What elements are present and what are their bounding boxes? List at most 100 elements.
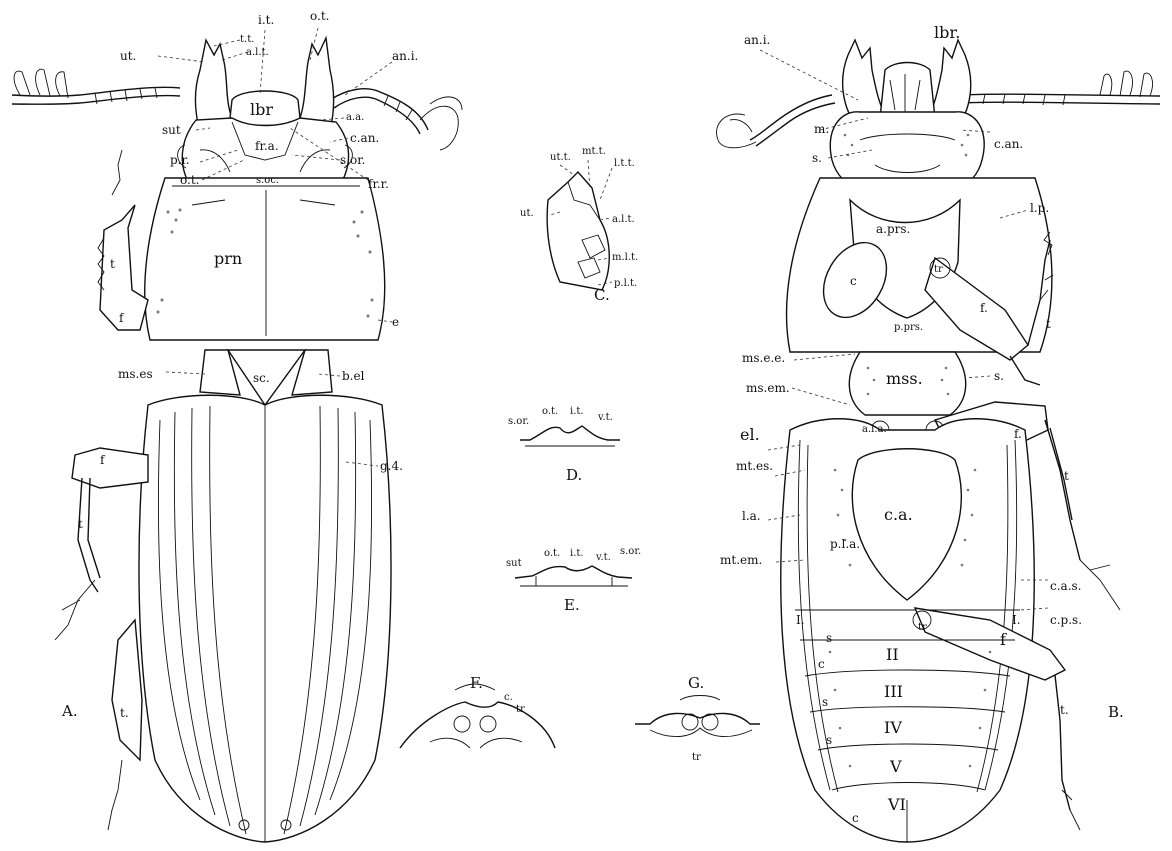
sternite-iii: III xyxy=(884,682,903,701)
figure-g-coxae xyxy=(635,696,760,737)
label-sut-e: sut xyxy=(506,558,522,569)
label-ani-a: an.i. xyxy=(392,49,418,63)
label-c-fore: c xyxy=(850,274,857,288)
label-pr: p.r. xyxy=(170,153,190,167)
label-c-stern: c xyxy=(818,657,825,671)
pronotum-a xyxy=(145,178,385,340)
label-s-head: s. xyxy=(812,151,822,165)
label-cps: c.p.s. xyxy=(1050,613,1082,627)
figure-e-clypeus-edge xyxy=(515,566,632,586)
label-m: m. xyxy=(814,122,829,136)
panel-label-d: D. xyxy=(566,466,582,484)
panel-label-a: A. xyxy=(61,702,78,720)
label-s-stern-2: s xyxy=(826,733,832,747)
label-ot: o.t. xyxy=(310,9,329,23)
label-bel: b.el xyxy=(342,369,365,383)
label-aa: a.a. xyxy=(346,112,364,123)
label-tr-g: tr xyxy=(692,752,701,763)
label-t-mid: t xyxy=(78,517,83,531)
label-e: e xyxy=(392,315,399,329)
label-el: el. xyxy=(740,425,760,444)
figure-d-labrum-edge xyxy=(520,426,620,446)
label-aprs: a.prs. xyxy=(876,222,910,236)
foreleg-a xyxy=(100,205,148,330)
sternite-ii: II xyxy=(886,645,899,664)
sternite-vi: VI xyxy=(887,795,906,814)
label-f-fore-b: f. xyxy=(980,301,988,315)
label-utt: ut.t. xyxy=(550,152,571,163)
label-cas: c.a.s. xyxy=(1050,579,1081,593)
label-c-f: c. xyxy=(504,692,513,703)
label-c-stern-2: c xyxy=(852,811,859,825)
hindleg-a xyxy=(112,620,142,760)
label-vt-d: v.t. xyxy=(597,412,613,423)
label-la: l.a. xyxy=(742,509,761,523)
labels-figure-d: o.t. i.t. s.or. v.t. D. xyxy=(508,406,613,484)
panel-label-g: G. xyxy=(688,674,704,692)
label-can-b: c.an. xyxy=(994,137,1023,151)
label-ot-2: o.t. xyxy=(180,173,199,187)
label-t-hind: t. xyxy=(120,706,129,720)
label-fra: fr.a. xyxy=(255,139,279,153)
figure-b-ventral xyxy=(717,40,1160,842)
label-lbr-b: lbr. xyxy=(934,23,960,42)
figure-c-mandible xyxy=(547,172,609,290)
label-alt: a.l.t. xyxy=(246,47,269,58)
sternite-i-right: I. xyxy=(1012,613,1021,627)
label-pla: p.l.a. xyxy=(830,537,860,551)
label-ut: ut. xyxy=(120,49,136,63)
label-it-e: i.t. xyxy=(570,548,584,559)
label-sor-e: s.or. xyxy=(620,546,641,557)
label-mtt: mt.t. xyxy=(582,146,606,157)
label-plt: p.l.t. xyxy=(614,278,637,289)
label-tr-fore: tr xyxy=(934,264,943,275)
sternite-i-left: I. xyxy=(796,613,805,627)
label-t-fore-b: t xyxy=(1046,317,1051,331)
label-sc: sc. xyxy=(253,371,270,385)
label-ap: a.l.a. xyxy=(862,424,887,435)
panel-label-f: F. xyxy=(470,674,483,692)
label-can-a: c.an. xyxy=(350,131,379,145)
label-tr-f: tr xyxy=(516,704,525,715)
antenna-right-b xyxy=(960,71,1160,105)
label-s-stern-3: s xyxy=(826,631,832,645)
label-tt: t.t. xyxy=(240,34,254,45)
label-mlt: m.l.t. xyxy=(612,252,638,263)
label-sor-d: s.or. xyxy=(508,416,529,427)
label-g4: g.4. xyxy=(380,459,403,473)
label-soc: s.oc. xyxy=(256,175,279,186)
label-msee: ms.e.e. xyxy=(742,351,785,365)
label-t-fore: t xyxy=(110,257,115,271)
antenna-left-a xyxy=(12,69,180,104)
label-mtem: mt.em. xyxy=(720,553,762,567)
label-ot-e: o.t. xyxy=(544,548,560,559)
label-f-mid-b: f. xyxy=(1014,427,1022,441)
labels-figure-e: sut o.t. i.t. v.t. s.or. E. xyxy=(506,546,641,614)
sternite-iv: IV xyxy=(884,718,902,737)
labels-figure-f: F. c. tr xyxy=(470,674,525,715)
labels-figure-g: G. tr xyxy=(688,674,704,763)
label-mss: mss. xyxy=(886,369,923,388)
label-vt-e: v.t. xyxy=(595,552,611,563)
label-tr-hind: tr xyxy=(918,622,927,633)
label-sut: sut xyxy=(162,123,181,137)
label-ani-b: an.i. xyxy=(744,33,770,47)
label-msem: ms.em. xyxy=(746,381,790,395)
label-mses: ms.es xyxy=(118,367,153,381)
midleg-a xyxy=(72,448,148,488)
label-prn: prn xyxy=(214,249,242,268)
label-t-mid-b: t xyxy=(1064,469,1069,483)
label-ltt: l.t.t. xyxy=(614,158,635,169)
label-s-meso: s. xyxy=(994,369,1004,383)
label-lp: l.p. xyxy=(1030,201,1049,215)
label-frr: fr.r. xyxy=(368,177,389,191)
label-ut-c: ut. xyxy=(520,208,534,219)
label-s-stern-1: s xyxy=(822,695,828,709)
panel-label-c: C. xyxy=(594,286,610,304)
label-mtes: mt.es. xyxy=(736,459,773,473)
label-t-hind-b: t. xyxy=(1060,703,1069,717)
figure-f-coxae xyxy=(400,684,555,748)
label-alt-c: a.l.t. xyxy=(612,214,635,225)
label-lbr-a: lbr xyxy=(250,100,273,119)
